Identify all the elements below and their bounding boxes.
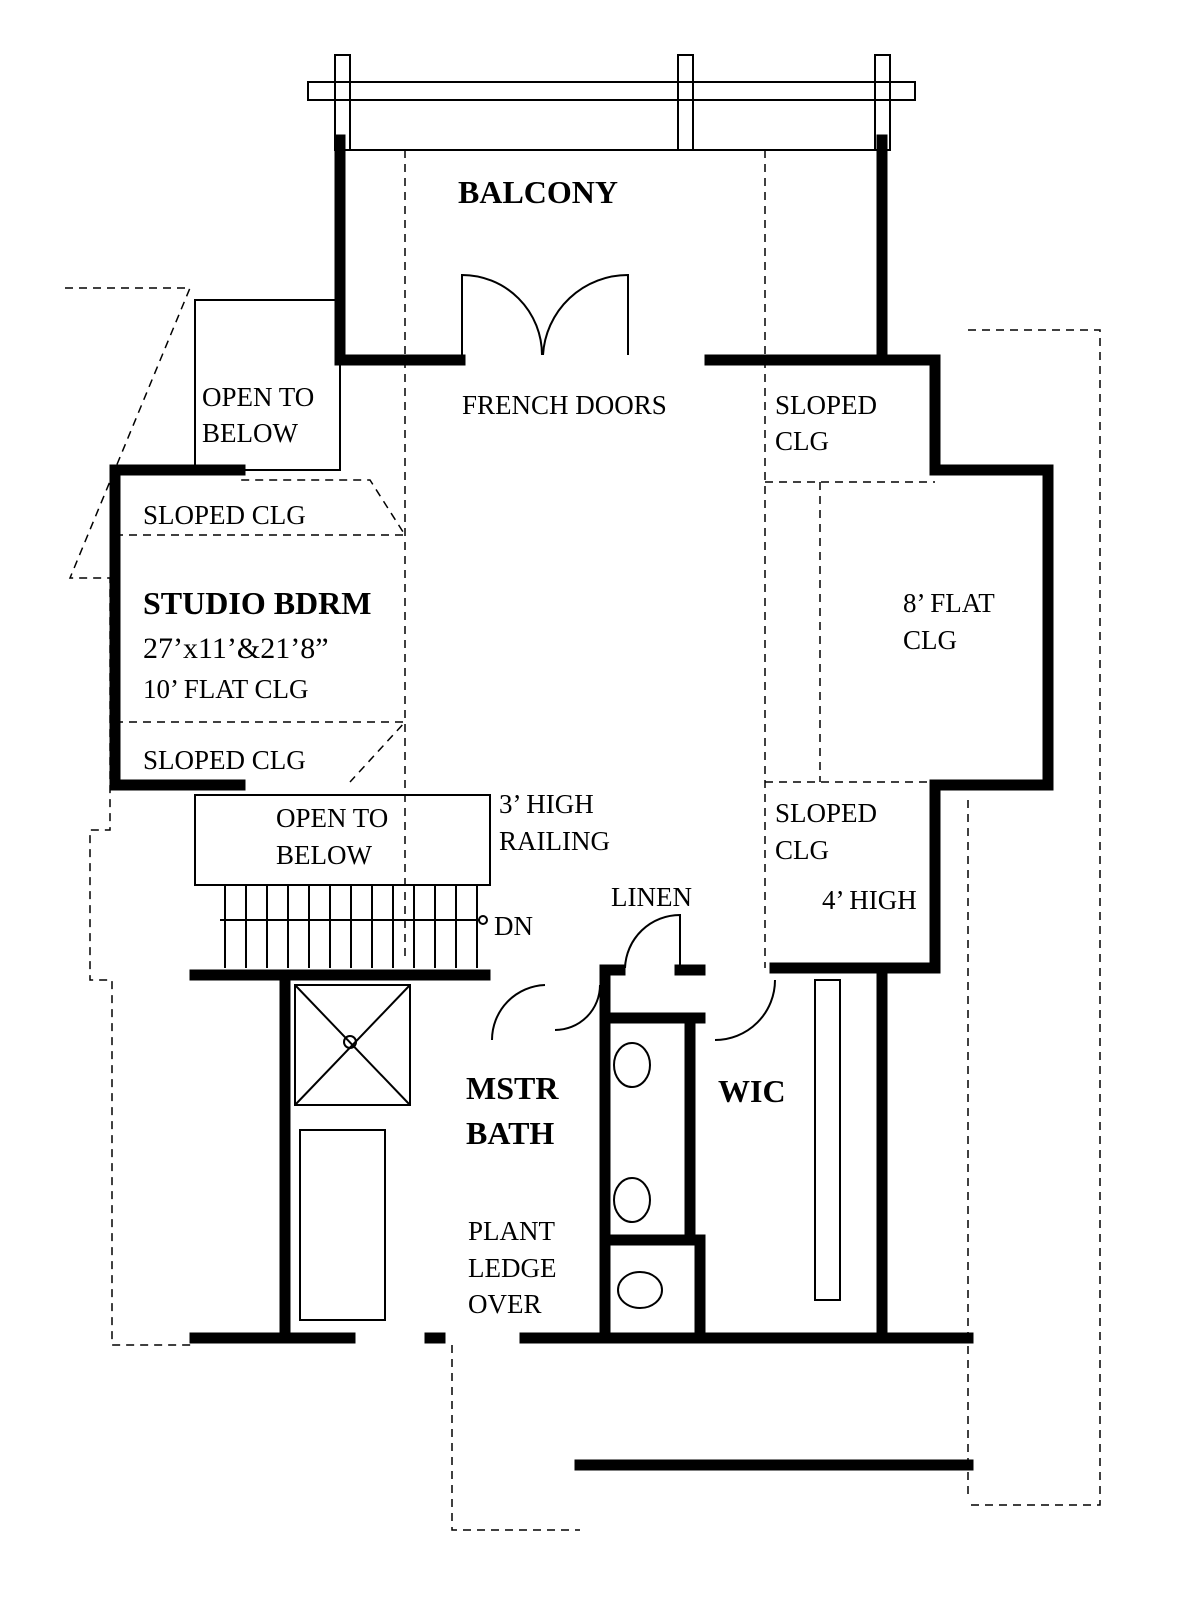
balcony-railing — [307, 54, 916, 151]
toilet-icon — [617, 1271, 663, 1309]
label-french-doors: FRENCH DOORS — [462, 390, 667, 420]
label-railing: RAILING — [499, 826, 610, 856]
label-linen: LINEN — [611, 882, 692, 912]
walls — [109, 134, 1054, 1471]
bathtub — [299, 1129, 386, 1321]
label-open-below: BELOW — [202, 418, 298, 448]
label-plant-ledge: LEDGE — [468, 1253, 556, 1283]
label-wic: WIC — [718, 1073, 786, 1109]
label-4-high: 4’ HIGH — [822, 885, 917, 915]
label-flat-clg: CLG — [903, 625, 957, 655]
dashed-outlines — [65, 150, 1101, 1531]
french-doors-symbol — [461, 273, 629, 356]
label-open-below: OPEN TO — [202, 382, 314, 412]
shower — [294, 984, 411, 1106]
label-sloped-clg: CLG — [775, 835, 829, 865]
label-railing: 3’ HIGH — [499, 789, 594, 819]
label-sloped-clg: CLG — [775, 426, 829, 456]
label-sloped-clg: SLOPED — [775, 390, 877, 420]
label-open-below: OPEN TO — [276, 803, 388, 833]
label-flat-clg: 8’ FLAT — [903, 588, 995, 618]
door-symbol — [714, 979, 776, 1041]
label-plant-ledge: OVER — [468, 1289, 542, 1319]
door-symbol — [491, 984, 601, 1041]
label-studio-size: 27’x11’&21’8” — [143, 632, 329, 665]
label-sloped-clg: SLOPED CLG — [143, 500, 306, 530]
sink-icon — [613, 1177, 651, 1223]
stairs — [194, 794, 491, 968]
label-mstr-bath: BATH — [466, 1115, 554, 1151]
label-sloped-clg: SLOPED CLG — [143, 745, 306, 775]
sink-icon — [613, 1042, 651, 1088]
label-plant-ledge: PLANT — [468, 1216, 556, 1246]
label-balcony: BALCONY — [458, 174, 618, 210]
label-studio-bdrm: STUDIO BDRM — [143, 585, 371, 621]
label-mstr-bath: MSTR — [466, 1070, 559, 1106]
door-symbol — [624, 913, 681, 969]
label-dn: DN — [494, 911, 533, 941]
label-open-below: BELOW — [276, 840, 372, 870]
label-sloped-clg: SLOPED — [775, 798, 877, 828]
label-studio-ceiling: 10’ FLAT CLG — [143, 674, 309, 704]
